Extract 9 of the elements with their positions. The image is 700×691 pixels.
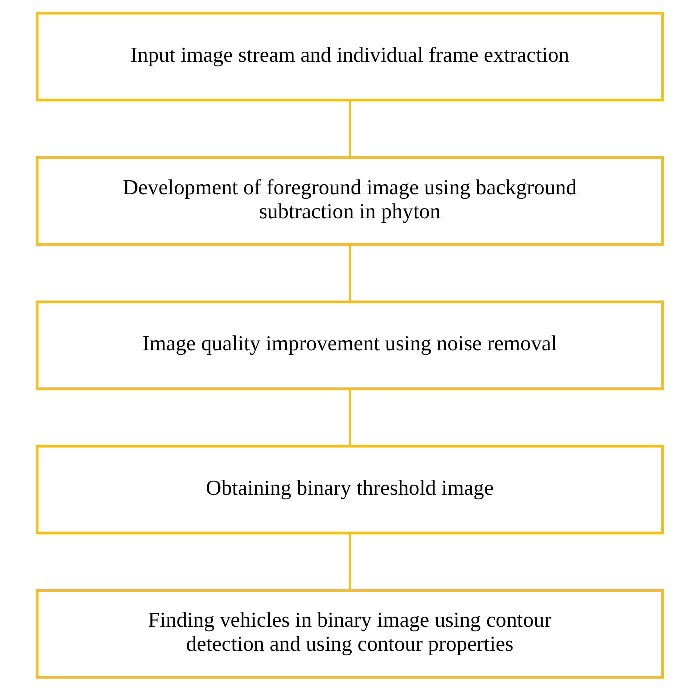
node-box: Obtaining binary threshold image (36, 445, 664, 535)
connector (349, 533, 351, 591)
node-box: Development of foreground image using background subtraction in phyton (36, 156, 664, 246)
node-box: Input image stream and individual frame extraction (36, 12, 664, 102)
connector (349, 244, 351, 302)
node-box: Finding vehicles in binary image using contour detection and using contour properties (36, 589, 664, 679)
connector (349, 100, 351, 158)
connector (349, 388, 351, 446)
node-box: Image quality improvement using noise removal (36, 300, 664, 390)
